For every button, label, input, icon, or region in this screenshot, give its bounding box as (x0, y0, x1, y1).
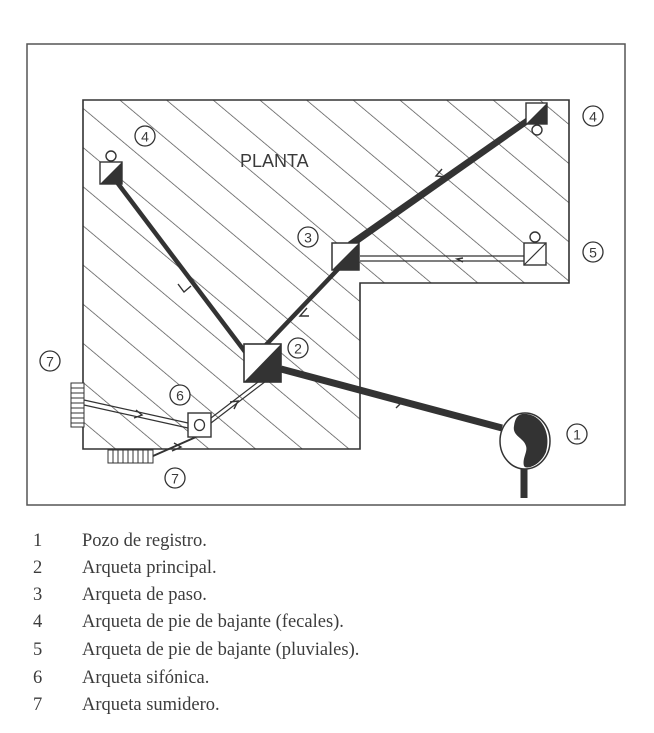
legend-item: 6 Arqueta sifónica. (0, 668, 654, 695)
drainage-plan-diagram: PLANTA (26, 43, 626, 506)
sink-grate-left (70, 382, 85, 428)
downpipe-box-fecal-left (99, 150, 123, 185)
legend-label: Arqueta de paso. (82, 585, 207, 605)
pipes (83, 115, 534, 498)
callout-4-right: 4 (582, 105, 604, 127)
callout-6: 6 (169, 384, 191, 406)
legend-label: Pozo de registro. (82, 531, 207, 551)
siphon-box (187, 412, 212, 438)
callout-7-bottom: 7 (164, 467, 186, 489)
callout-3: 3 (297, 226, 319, 248)
legend-label: Arqueta de pie de bajante (fecales). (82, 612, 344, 632)
pass-box (331, 242, 360, 271)
legend-number: 5 (33, 640, 43, 660)
sink-grate-bottom (107, 449, 154, 464)
legend-number: 1 (33, 531, 43, 551)
callout-1: 1 (566, 423, 588, 445)
svg-text:7: 7 (171, 471, 179, 487)
svg-text:1: 1 (573, 427, 581, 443)
building-footprint (82, 99, 570, 450)
svg-text:7: 7 (46, 354, 54, 370)
callout-5: 5 (582, 241, 604, 263)
legend-item: 4 Arqueta de pie de bajante (fecales). (0, 612, 654, 639)
manhole (499, 412, 551, 470)
legend-item: 7 Arqueta sumidero. (0, 695, 654, 722)
legend-number: 3 (33, 585, 43, 605)
svg-text:4: 4 (141, 129, 149, 145)
svg-text:5: 5 (589, 245, 597, 261)
callout-7-left: 7 (39, 350, 61, 372)
legend-number: 4 (33, 612, 43, 632)
main-box (243, 343, 282, 383)
downpipe-box-fecal-right (525, 102, 548, 136)
callouts: 1 2 3 4 4 5 6 7 7 (39, 105, 604, 489)
legend-number: 6 (33, 668, 43, 688)
legend-item: 5 Arqueta de pie de bajante (pluviales). (0, 640, 654, 667)
callout-2: 2 (287, 337, 309, 359)
downpipe-box-pluvial (523, 231, 547, 266)
legend-label: Arqueta sumidero. (82, 695, 220, 715)
legend-number: 7 (33, 695, 43, 715)
pipe-4-left-to-2 (111, 175, 257, 367)
legend-item: 3 Arqueta de paso. (0, 585, 654, 612)
plan-title: PLANTA (240, 151, 309, 171)
legend-label: Arqueta de pie de bajante (pluviales). (82, 640, 360, 660)
legend-label: Arqueta sifónica. (82, 668, 210, 688)
legend-item: 2 Arqueta principal. (0, 558, 654, 585)
callout-4-left: 4 (134, 125, 156, 147)
legend-label: Arqueta principal. (82, 558, 217, 578)
svg-text:4: 4 (589, 109, 597, 125)
flow-arrows (133, 168, 464, 452)
svg-text:6: 6 (176, 388, 184, 404)
svg-text:2: 2 (294, 341, 302, 357)
pipe-4-right-to-3 (348, 115, 534, 248)
pipe-3-to-2 (260, 263, 344, 351)
pipe-2-to-1 (280, 365, 503, 432)
legend-item: 1 Pozo de registro. (0, 531, 654, 558)
legend-number: 2 (33, 558, 43, 578)
outer-frame (26, 43, 626, 506)
svg-text:3: 3 (304, 230, 312, 246)
